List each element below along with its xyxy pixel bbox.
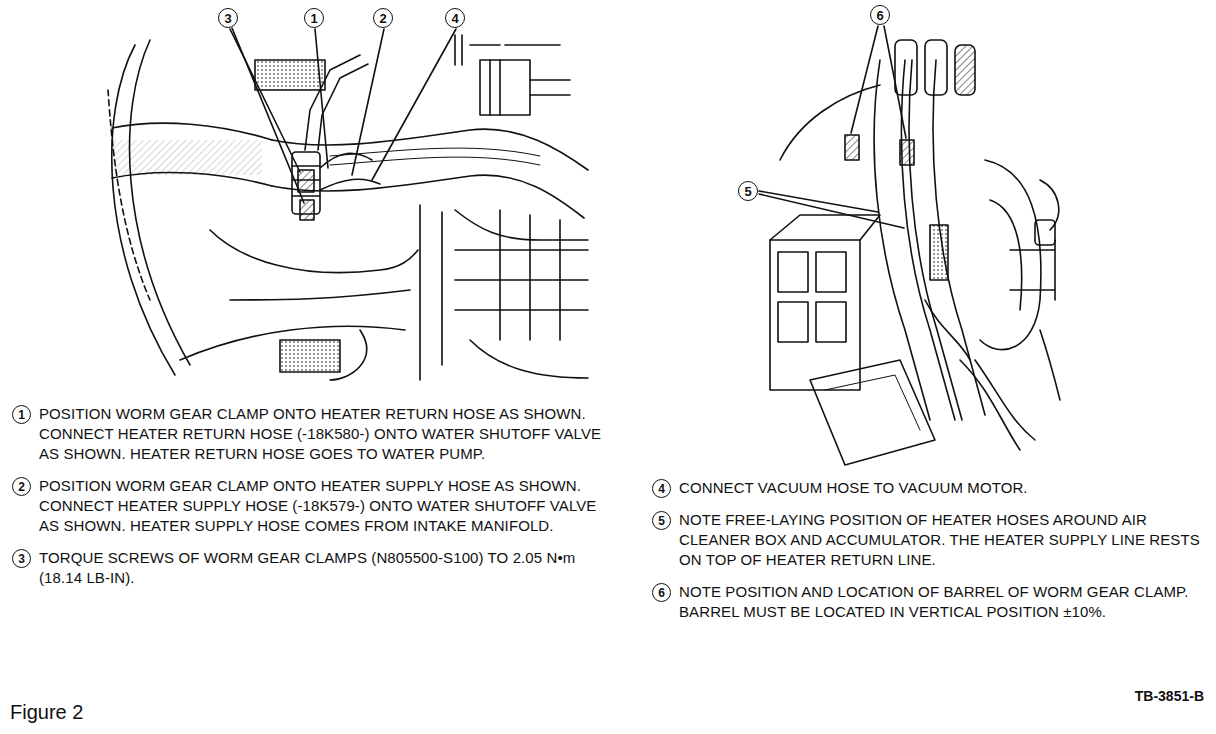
illustration-stroke — [480, 60, 530, 115]
callout-number: 1 — [304, 8, 324, 28]
illustration-stroke — [845, 135, 859, 160]
note-item: 3 TORQUE SCREWS OF WORM GEAR CLAMPS (N805… — [12, 548, 602, 588]
illustration-stroke — [759, 191, 878, 212]
note-text: CONNECT VACUUM HOSE TO VACUUM MOTOR. — [679, 478, 1028, 498]
note-text: POSITION WORM GEAR CLAMP ONTO HEATER SUP… — [39, 476, 602, 536]
illustration-stroke — [108, 26, 1060, 465]
callout-number: 5 — [738, 181, 758, 201]
notes-column: 4CONNECT VACUUM HOSE TO VACUUM MOTOR.5NO… — [652, 478, 1200, 634]
note-text: NOTE POSITION AND LOCATION OF BARREL OF … — [679, 582, 1200, 622]
note-item: 4 CONNECT VACUUM HOSE TO VACUUM MOTOR. — [652, 478, 1200, 498]
illustration-stroke — [980, 160, 1041, 350]
illustration-stroke — [108, 90, 150, 300]
illustration-stroke — [490, 60, 500, 115]
illustration-stroke — [315, 29, 328, 168]
illustration-stroke — [210, 230, 418, 273]
illustration-stroke — [112, 123, 272, 140]
illustration-stroke — [851, 26, 878, 133]
illustration-stroke — [780, 85, 880, 160]
illustration-stroke — [778, 252, 808, 292]
illustration-stroke — [930, 225, 948, 280]
illustration-stroke — [778, 302, 808, 342]
note-item: 5 NOTE FREE-LAYING POSITION OF HEATER HOS… — [652, 510, 1200, 570]
note-text: NOTE FREE-LAYING POSITION OF HEATER HOSE… — [679, 510, 1200, 570]
illustration-stroke — [884, 26, 906, 138]
illustration-stroke — [470, 44, 560, 46]
illustration-stroke — [470, 340, 588, 378]
illustration-stroke — [900, 140, 914, 165]
note-number: 4 — [652, 479, 671, 498]
illustration-stroke — [300, 200, 314, 220]
illustration-stroke — [232, 28, 304, 203]
illustration-stroke — [420, 205, 442, 380]
illustration-stroke — [320, 179, 380, 190]
illustration-stroke — [352, 29, 384, 175]
document-number: TB-3851-B — [1135, 688, 1204, 704]
illustration-stroke — [530, 80, 570, 95]
illustration-stroke — [272, 175, 584, 218]
note-text: POSITION WORM GEAR CLAMP ONTO HEATER RET… — [39, 404, 602, 464]
note-number: 3 — [12, 549, 31, 568]
note-item: 6 NOTE POSITION AND LOCATION OF BARREL OF… — [652, 582, 1200, 622]
illustration-stroke — [1040, 180, 1059, 230]
illustration-stroke — [816, 252, 846, 292]
illustration-stroke — [1010, 240, 1055, 300]
callout-number: 3 — [218, 8, 238, 28]
illustration-stroke — [770, 240, 860, 390]
illustration-stroke — [292, 195, 320, 197]
illustration-stroke — [255, 60, 325, 90]
note-number: 5 — [652, 511, 671, 530]
illustration-stroke — [330, 330, 367, 380]
notes-column: 1 POSITION WORM GEAR CLAMP ONTO HEATER RE… — [12, 404, 602, 600]
note-number: 2 — [12, 477, 31, 496]
illustration-stroke — [298, 170, 314, 192]
illustration-stroke — [1040, 330, 1060, 400]
illustration-stroke — [909, 60, 962, 420]
figure-caption: Figure 2 — [10, 701, 83, 724]
illustration-stroke — [372, 29, 456, 180]
illustration-stroke — [112, 140, 262, 175]
illustration-stroke — [990, 200, 1022, 310]
illustration-stroke — [330, 157, 540, 165]
callout-number: 2 — [373, 8, 393, 28]
illustration-stroke — [759, 194, 904, 228]
illustration-stroke — [975, 360, 1035, 440]
illustration-stroke — [455, 250, 588, 310]
illustration-stroke — [455, 210, 588, 240]
illustration-stroke — [925, 300, 970, 360]
note-number: 6 — [652, 583, 671, 602]
illustration-stroke — [112, 45, 175, 375]
callout-number: 4 — [445, 8, 465, 28]
callout-number: 6 — [870, 5, 890, 25]
illustration-stroke — [130, 40, 190, 365]
illustration-stroke — [925, 40, 947, 95]
note-number: 1 — [12, 405, 31, 424]
note-text: TORQUE SCREWS OF WORM GEAR CLAMPS (N8055… — [39, 548, 602, 588]
illustration-stroke — [500, 210, 560, 340]
illustration-stroke — [810, 360, 935, 465]
illustration-stroke — [1035, 220, 1055, 245]
illustration-stroke — [825, 375, 920, 430]
illustration-stroke — [955, 45, 975, 95]
note-item: 2 POSITION WORM GEAR CLAMP ONTO HEATER SU… — [12, 476, 602, 536]
illustration-stroke — [960, 360, 1020, 450]
illustration-stroke — [455, 35, 462, 65]
illustration-stroke — [280, 340, 340, 372]
illustration-stroke — [895, 40, 917, 95]
illustration-stroke — [230, 290, 410, 300]
illustration-stroke — [816, 302, 846, 342]
note-item: 1 POSITION WORM GEAR CLAMP ONTO HEATER RE… — [12, 404, 602, 464]
